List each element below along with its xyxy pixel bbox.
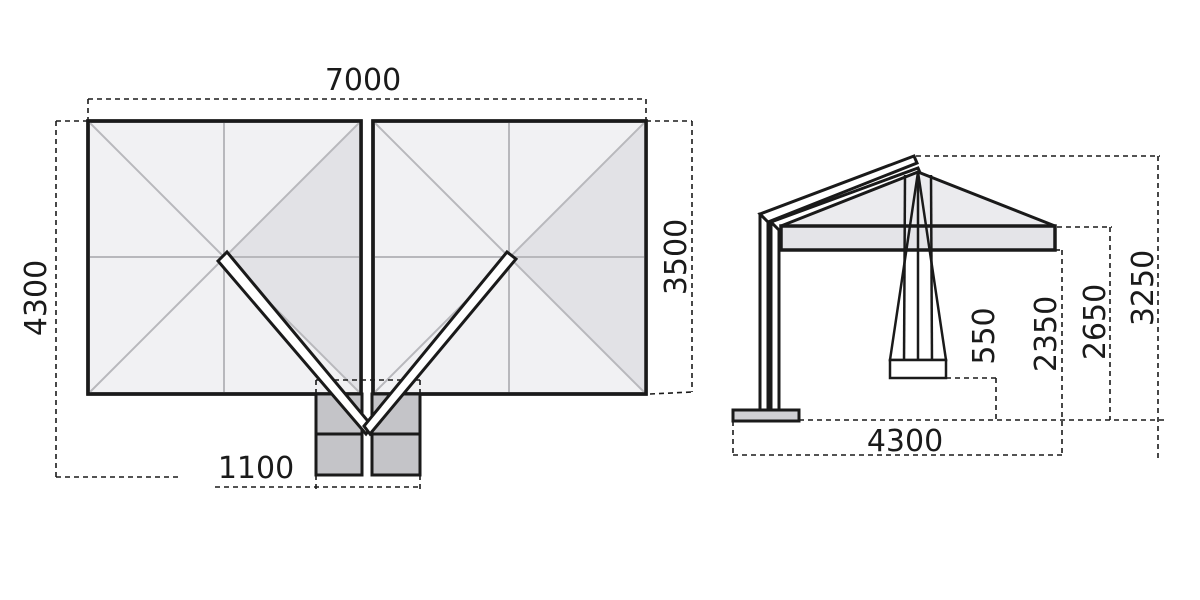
dimension-label-550: 550	[967, 307, 1002, 364]
dimension-canopy-edge: 2350	[1029, 249, 1064, 455]
fabric-tip	[888, 358, 948, 380]
dimension-reach: 4300	[732, 419, 1168, 459]
left-canopy-frame	[86, 119, 363, 396]
dimension-canopy-depth: 3500	[646, 120, 694, 395]
dimension-line	[649, 391, 693, 395]
dimension-label-3500: 3500	[659, 219, 694, 295]
right-arm	[362, 249, 519, 437]
base-block	[370, 432, 422, 477]
dimension-base-width: 1100	[215, 451, 421, 491]
dimension-label-4300: 4300	[19, 260, 54, 336]
dimension-depth-total: 4300	[19, 120, 178, 478]
boom	[757, 154, 919, 224]
dimension-width-total: 7000	[87, 63, 647, 121]
top-view: 7000 4300 3500 1100	[19, 63, 694, 491]
dimension-label-4300-side: 4300	[867, 424, 943, 459]
dimension-label-3250: 3250	[1126, 250, 1161, 326]
side-view: 4300 550 2350 2650 3250	[731, 154, 1168, 459]
base-block	[314, 432, 364, 477]
dimension-label-2350: 2350	[1029, 296, 1064, 372]
v-arms	[215, 249, 519, 437]
base-plate	[731, 408, 801, 423]
dimension-label-2650: 2650	[1078, 284, 1113, 360]
left-canopy	[86, 119, 363, 396]
pole	[758, 212, 770, 412]
dimension-fold-drop: 550	[946, 307, 1002, 420]
fabric-fold	[929, 174, 934, 365]
fabric-fold	[902, 174, 907, 365]
dimension-height-total: 3250	[916, 155, 1161, 458]
dimension-canopy-top: 2650	[1057, 226, 1113, 420]
right-canopy-frame	[371, 119, 648, 396]
dimension-label-1100: 1100	[218, 451, 294, 486]
dimension-label-7000: 7000	[325, 63, 401, 98]
folded-fabric	[888, 171, 948, 380]
pole	[769, 220, 781, 412]
